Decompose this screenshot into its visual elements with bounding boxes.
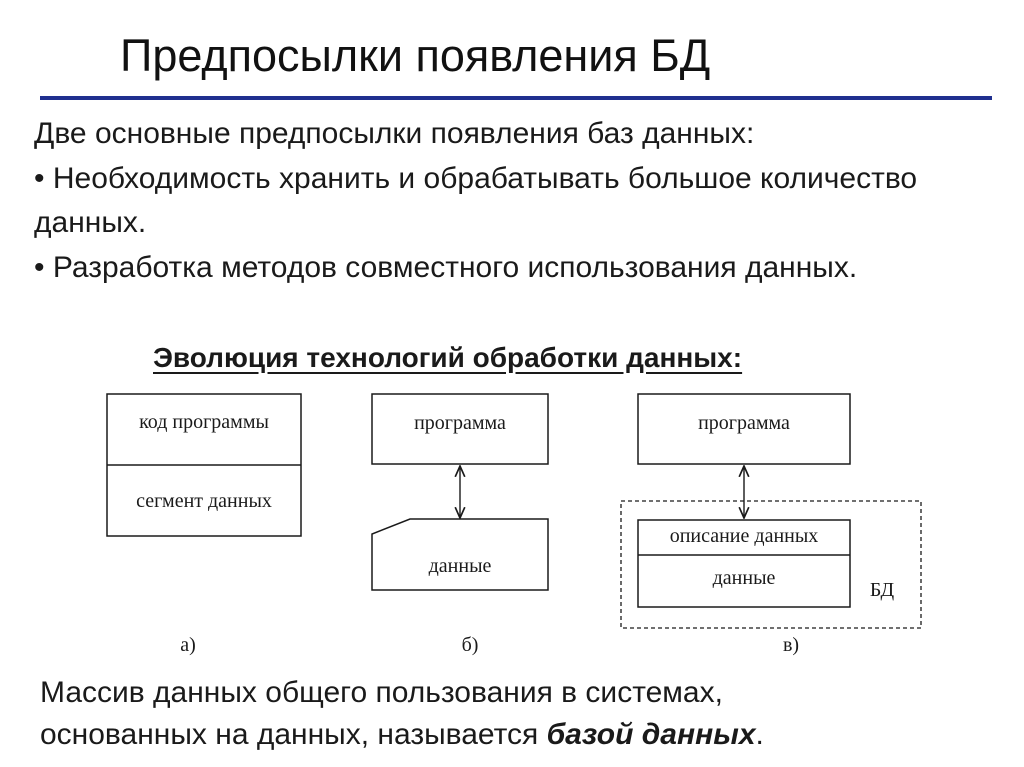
diagram-c-db-box — [637, 519, 851, 608]
diagram-c-data-label: данные — [713, 567, 776, 589]
diagram-a-data-segment-label: сегмент данных — [136, 490, 272, 512]
definition-line-1: Массив данных общего пользования в систе… — [40, 676, 723, 709]
diagram-b-data-label: данные — [429, 555, 492, 577]
database-term: базой данных — [546, 718, 756, 751]
diagram-b-caption: б) — [462, 634, 479, 656]
diagram-a-code-label: код программы — [139, 411, 269, 433]
diagram-c-db-label: БД — [870, 579, 895, 601]
slide-title: Предпосылки появления БД — [120, 30, 711, 81]
diagram-a: код программы сегмент данных а) — [106, 393, 302, 656]
diagram-c-db-dashed-boundary — [620, 500, 922, 629]
diagram-b-data-file-shape — [371, 518, 549, 591]
evolution-diagram: код программы сегмент данных а) программ… — [106, 393, 922, 656]
bullet-storage: • Необходимость хранить и обрабатывать б… — [34, 161, 918, 240]
diagram-c: программа описание данных данные БД в) — [620, 393, 922, 656]
diagram-c-caption: в) — [783, 634, 799, 656]
diagram-c-program-box — [637, 393, 851, 465]
definition-block: Массив данных общего пользования в систе… — [40, 672, 1020, 756]
definition-line-2-prefix: основанных на данных, называется — [40, 718, 547, 751]
diagram-b-program-label: программа — [414, 412, 506, 434]
diagram-b: программа данные б) — [371, 393, 549, 656]
bullet-shared-use: • Разработка методов совместного использ… — [34, 250, 858, 284]
intro-block: Две основные предпосылки появления баз д… — [34, 112, 994, 290]
diagram-b-program-box — [371, 393, 549, 465]
diagram-a-caption: а) — [180, 634, 196, 656]
diagram-c-program-label: программа — [698, 412, 790, 434]
intro-text: Две основные предпосылки появления баз д… — [34, 117, 755, 150]
diagram-c-description-label: описание данных — [670, 525, 819, 547]
diagram-heading: Эволюция технологий обработки данных: — [153, 342, 743, 373]
title-underline-rule — [40, 96, 992, 100]
definition-line-2-suffix: . — [755, 718, 764, 751]
definition-line-2: основанных на данных, называется базой д… — [40, 714, 1020, 756]
